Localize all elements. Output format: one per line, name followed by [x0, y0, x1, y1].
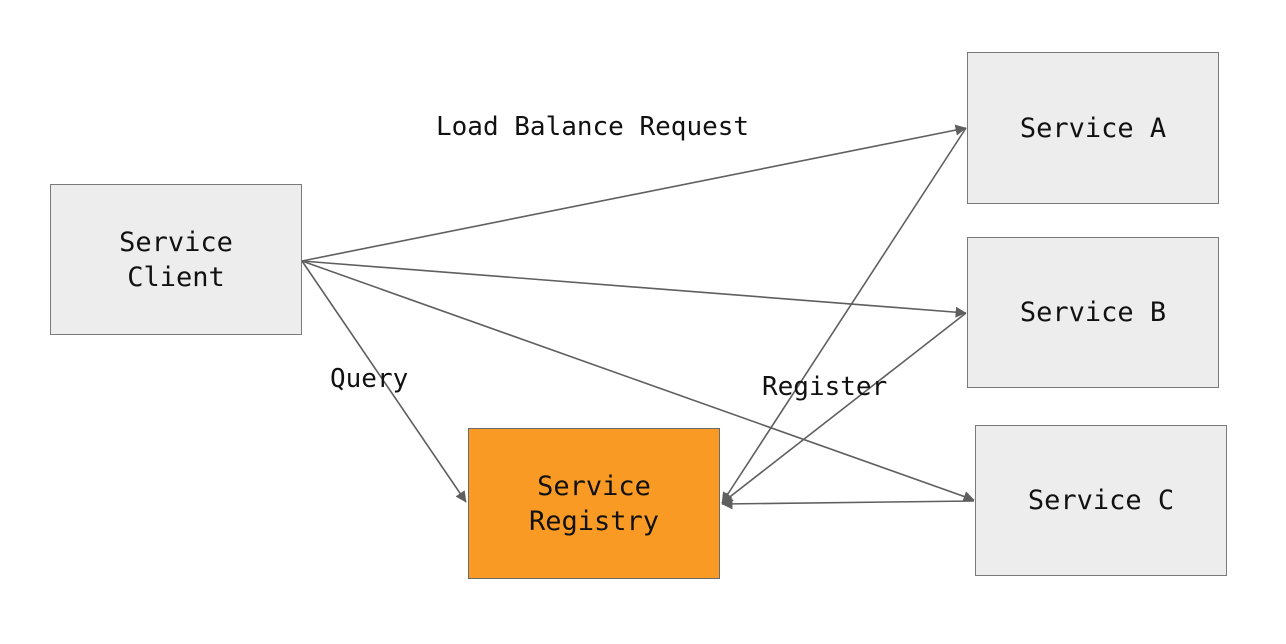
- node-service-b: Service B: [967, 237, 1219, 388]
- node-service-registry: Service Registry: [468, 428, 720, 579]
- node-service-c: Service C: [975, 425, 1227, 576]
- edge-client-to-registry: [301, 260, 467, 503]
- edge-client-to-service-c: [301, 260, 975, 502]
- edge-service-a-to-registry: [721, 127, 967, 504]
- label-load-balance-request: Load Balance Request: [436, 112, 750, 142]
- edge-client-to-service-b: [301, 260, 967, 318]
- edge-client-to-service-a: [301, 124, 967, 262]
- node-service-client: Service Client: [50, 184, 302, 335]
- edge-service-b-to-registry: [721, 312, 967, 504]
- label-query: Query: [330, 364, 409, 394]
- label-register: Register: [762, 372, 888, 402]
- node-service-a: Service A: [967, 52, 1219, 204]
- edge-service-c-to-registry: [721, 498, 975, 510]
